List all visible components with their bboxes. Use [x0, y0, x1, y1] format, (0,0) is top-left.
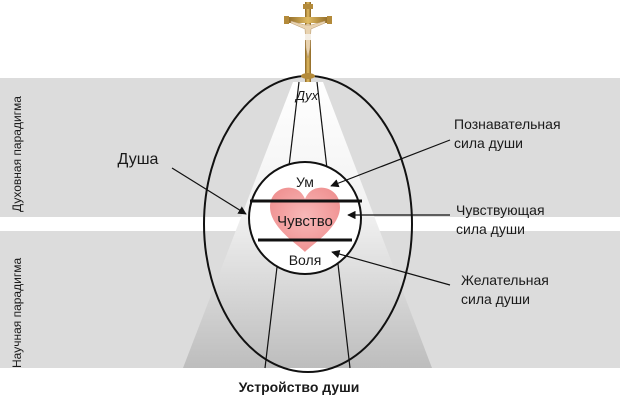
soul-arrow: [171, 167, 247, 215]
will-label: Воля: [289, 252, 322, 268]
spiritual-paradigm-label: Духовная парадигма: [10, 96, 24, 212]
spirit-label: Дух: [294, 88, 319, 103]
feeling-power-label-line2: сила души: [456, 221, 525, 237]
crucifix-icon: [284, 2, 332, 82]
desire-power-label-line2: сила души: [461, 291, 530, 307]
desire-power-arrow: [331, 249, 451, 286]
cognitive-power-label-line2: сила души: [454, 135, 523, 151]
feeling-power-label-line1: Чувствующая: [456, 202, 545, 218]
cognitive-power-label-line1: Познавательная: [454, 116, 561, 132]
cognitive-power-arrow: [330, 139, 451, 188]
diagram-caption: Устройство души: [239, 379, 360, 395]
soul-label: Душа: [118, 151, 159, 168]
feeling-label: Чувство: [277, 213, 333, 230]
mind-label: Ум: [296, 174, 314, 190]
desire-power-label-line1: Желательная: [461, 272, 549, 288]
scientific-paradigm-label: Научная парадигма: [10, 258, 24, 368]
heart-icon: [270, 187, 340, 252]
